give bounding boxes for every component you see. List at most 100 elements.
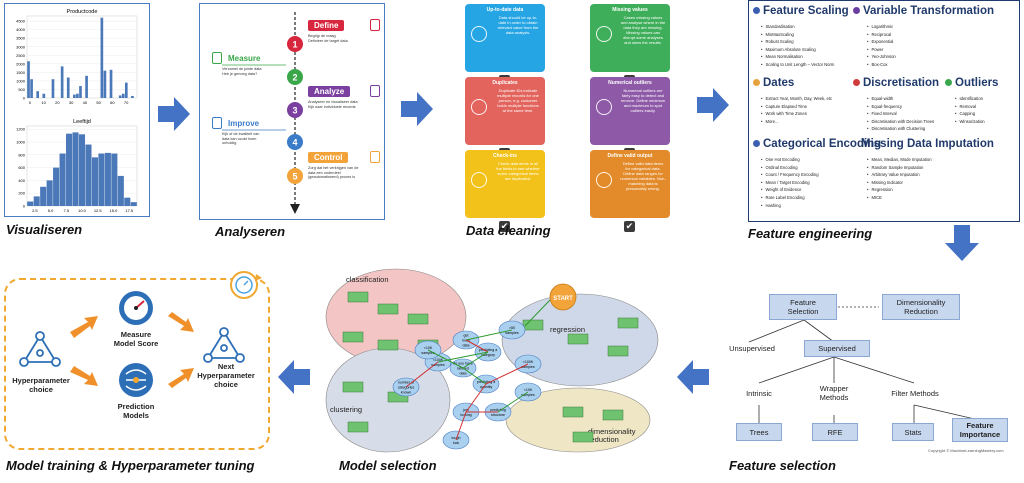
step-number: 4 xyxy=(292,138,297,148)
step-title: Improve xyxy=(228,119,260,128)
x-tick-label: 17.5 xyxy=(125,208,134,213)
step-title: Control xyxy=(308,152,349,163)
fe-item-list: Extract Year, Month, Day, Week, etcCaptu… xyxy=(761,95,851,125)
algorithm-box xyxy=(347,421,369,433)
histogram-bar xyxy=(46,180,53,206)
step-description: Zorg dat het verkrijgen van de data een … xyxy=(308,166,359,180)
step-description: Kijk of de kwaliteit van data kan ocubt … xyxy=(222,132,260,146)
fe-section-heading: Dates xyxy=(753,77,794,89)
decision-node-label: samples xyxy=(521,365,535,369)
decision-node-label: get xyxy=(464,334,469,338)
x-tick-label: 60 xyxy=(110,100,115,105)
decision-edge xyxy=(405,361,439,388)
histogram-bar xyxy=(104,152,111,206)
histogram-bar xyxy=(85,75,88,98)
stage-label-visualiseren: Visualiseren xyxy=(6,222,83,237)
histogram-bar xyxy=(117,175,124,206)
x-tick-label: 10.0 xyxy=(78,208,87,213)
fe-item: Count / Frequency Encoding xyxy=(761,171,851,179)
x-tick-label: 20 xyxy=(55,100,60,105)
y-tick-label: 3000 xyxy=(16,44,26,49)
intrinsic-label: Intrinsic xyxy=(746,389,772,398)
feature-selection-connectors xyxy=(748,306,980,423)
fe-item: Yeo-Johnson xyxy=(867,53,967,61)
histogram-bar xyxy=(98,153,105,206)
decision-node-label: samples xyxy=(431,363,445,367)
fe-heading-text: Discretisation xyxy=(863,77,940,89)
y-tick-label: 2000 xyxy=(16,61,26,66)
fe-item: One Hot Encoding xyxy=(761,156,851,164)
fe-section-heading: Feature Scaling xyxy=(753,5,849,17)
algorithm-box xyxy=(567,333,589,345)
bullet-dot-icon xyxy=(753,140,760,148)
flow-arrow-right-icon xyxy=(158,97,190,131)
fe-item: Removal xyxy=(955,103,1015,111)
card-icon xyxy=(471,172,487,188)
step-title: Measure xyxy=(228,54,261,63)
filter-methods-label: Filter Methods xyxy=(891,389,939,398)
x-tick-label: 7.5 xyxy=(64,208,70,213)
fe-item-list: LogarithmicReciprocalExponentialPowerYeo… xyxy=(867,23,967,69)
decision-node-label: tough xyxy=(452,436,461,440)
fe-section-heading: Variable Transformation xyxy=(853,5,994,17)
histogram-bar xyxy=(103,70,107,98)
fe-item: Random Sample Imputation xyxy=(867,164,977,172)
region-label: reduction xyxy=(588,435,619,444)
trees-box: Trees xyxy=(736,423,782,441)
fe-item: Fixed Interval xyxy=(867,110,957,118)
model-training-graphics xyxy=(19,291,245,397)
next-network-icon xyxy=(203,327,245,363)
fe-section-heading: Discretisation xyxy=(853,77,939,89)
y-tick-label: 1200 xyxy=(16,127,26,132)
step-icon xyxy=(370,19,380,31)
measure-model-score-label: Measure Model Score xyxy=(113,330,159,348)
y-tick-label: 200 xyxy=(18,191,25,196)
fe-heading-text: Variable Transformation xyxy=(863,5,995,17)
step-number-circle xyxy=(287,168,303,184)
decision-edge xyxy=(497,391,529,413)
algorithm-box xyxy=(407,313,429,325)
histogram-bar xyxy=(76,93,79,98)
algorithm-box xyxy=(377,303,399,315)
feature-selection-box: Feature Selection xyxy=(769,294,837,320)
y-tick-label: 1000 xyxy=(16,140,26,145)
brain-chip-icon xyxy=(119,363,153,397)
histogram-bar xyxy=(27,201,34,206)
card-icon xyxy=(471,26,487,42)
stage-label-data-cleaning: Data cleaning xyxy=(466,223,551,238)
y-tick-label: 0 xyxy=(23,96,26,101)
fe-item: Rare Label Encoding xyxy=(761,194,851,202)
region-label: clustering xyxy=(330,405,362,414)
histogram-bar xyxy=(36,91,40,98)
fe-heading-text: Categorical Encoding xyxy=(763,138,882,150)
y-tick-label: 4500 xyxy=(16,19,26,24)
fe-section-heading: Outliers xyxy=(945,77,998,89)
decision-edge xyxy=(462,367,487,385)
fe-item: Capture Elapsed Time xyxy=(761,103,851,111)
histogram-bar xyxy=(72,132,79,206)
decision-node-label: quantity xyxy=(480,385,493,389)
histogram-bar xyxy=(109,69,113,98)
algorithm-box xyxy=(572,431,594,443)
card-icon xyxy=(596,99,612,115)
start-label: START xyxy=(553,296,573,302)
decision-node-label: categories xyxy=(398,386,415,390)
histogram-bar xyxy=(79,86,82,98)
fe-item: Mean, Median, Mode Imputation xyxy=(867,156,977,164)
histogram-bar xyxy=(40,186,47,206)
fe-item: Winsorization xyxy=(955,118,1015,126)
flow-arrow-left-icon xyxy=(677,360,709,394)
fe-item-list: IdentificationRemovalCappingWinsorizatio… xyxy=(955,95,1015,125)
histogram-bar xyxy=(60,66,64,98)
fe-item: Missing Indicator xyxy=(867,179,977,187)
decision-node-label: known xyxy=(401,391,411,395)
feature-engineering-panel: Feature ScalingStandardisationMinMaxScal… xyxy=(748,0,1020,222)
histogram-bar xyxy=(131,95,134,98)
step-description: Verzamel de juiste data Heb je genoeg da… xyxy=(222,67,262,76)
card-text: Check data items in all the fields to se… xyxy=(496,161,540,181)
supervised-box: Supervised xyxy=(804,340,870,357)
model-training-panel xyxy=(4,278,270,450)
fe-item: Mean / Target Encoding xyxy=(761,179,851,187)
